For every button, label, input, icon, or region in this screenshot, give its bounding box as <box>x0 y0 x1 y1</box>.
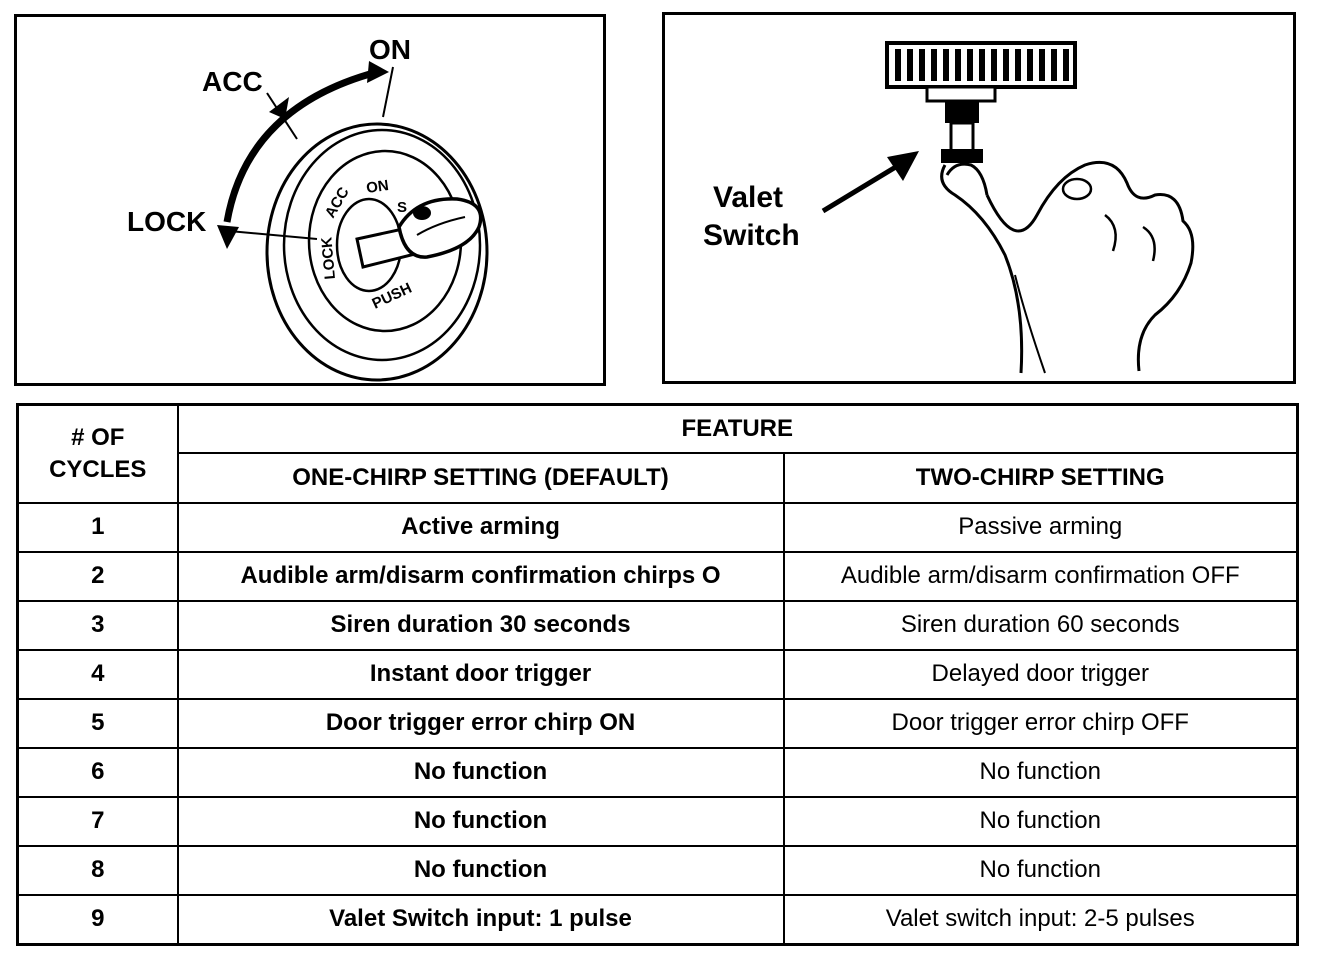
cycles-cell: 5 <box>16 697 179 749</box>
housing-middle-ring <box>282 128 482 362</box>
hand-fingertip <box>945 162 989 196</box>
grille-bar <box>979 49 985 81</box>
header-one-chirp: ONE-CHIRP SETTING (DEFAULT) <box>176 451 785 504</box>
cycles-cell: 6 <box>16 746 179 798</box>
header-two-chirp: TWO-CHIRP SETTING <box>782 451 1299 504</box>
switch-mount <box>925 85 997 103</box>
hand-crease-2 <box>1142 225 1156 262</box>
cylinder-text-lock: LOCK <box>318 236 339 280</box>
hand-knuckles-outline <box>985 160 1195 372</box>
ignition-illustration: ON ACC LOCK ON ACC LOCK PUSH S <box>127 34 489 382</box>
one-chirp-cell: No function <box>176 746 785 798</box>
pointer-arrow-shaft <box>821 162 901 214</box>
table-row: 5 Door trigger error chirp ON Door trigg… <box>16 697 1299 749</box>
grille-bar <box>1039 49 1045 81</box>
header-cycles: # OF CYCLES <box>16 403 179 504</box>
table-row: 1 Active arming Passive arming <box>16 501 1299 553</box>
one-chirp-cell: Instant door trigger <box>176 648 785 700</box>
hand-palm-line <box>1014 274 1046 374</box>
two-chirp-cell: Siren duration 60 seconds <box>782 599 1299 651</box>
grille-bar <box>967 49 973 81</box>
two-chirp-cell: Audible arm/disarm confirmation OFF <box>782 550 1299 602</box>
header-feature: FEATURE <box>176 403 1299 454</box>
grille-bar <box>1003 49 1009 81</box>
table-row: 2 Audible arm/disarm confirmation chirps… <box>16 550 1299 602</box>
grille-bar <box>1015 49 1021 81</box>
cycles-cell: 2 <box>16 550 179 602</box>
one-chirp-cell: Door trigger error chirp ON <box>176 697 785 749</box>
key-ring-hole <box>413 206 431 220</box>
cylinder-text-push: PUSH <box>370 280 415 313</box>
two-chirp-cell: No function <box>782 844 1299 896</box>
grille-bar <box>907 49 913 81</box>
two-chirp-cell: Door trigger error chirp OFF <box>782 697 1299 749</box>
cycles-cell: 7 <box>16 795 179 847</box>
cylinder-text-acc: ACC <box>322 184 353 221</box>
two-chirp-cell: Valet switch input: 2-5 pulses <box>782 893 1299 945</box>
table-row: 7 No function No function <box>16 795 1299 847</box>
arc-arrowhead-lock <box>217 225 239 249</box>
hand-crease-1 <box>1104 214 1117 252</box>
table-row: 4 Instant door trigger Delayed door trig… <box>16 648 1299 700</box>
arc-arrowhead-on <box>367 61 389 83</box>
leader-on <box>382 66 394 118</box>
hand-knuckle-detail <box>1061 177 1093 201</box>
two-chirp-cell: No function <box>782 746 1299 798</box>
feature-table: # OF CYCLES FEATURE ONE-CHIRP SETTING (D… <box>16 403 1299 946</box>
key-head-detail <box>416 216 466 236</box>
leader-lock <box>228 230 318 240</box>
grille-bar <box>931 49 937 81</box>
pointer-arrow-head <box>887 151 919 181</box>
cycles-cell: 3 <box>16 599 179 651</box>
one-chirp-cell: Siren duration 30 seconds <box>176 599 785 651</box>
table-row: 8 No function No function <box>16 844 1299 896</box>
valet-switch-panel: Valet Switch <box>662 12 1296 384</box>
housing-outer-ring <box>265 122 489 382</box>
rotation-arc <box>223 68 378 223</box>
label-on: ON <box>369 34 411 65</box>
table-row: 6 No function No function <box>16 746 1299 798</box>
one-chirp-cell: No function <box>176 795 785 847</box>
cylinder-text-on: ON <box>365 177 390 197</box>
cycles-cell: 1 <box>16 501 179 553</box>
grille-bar <box>991 49 997 81</box>
switch-button <box>941 149 983 163</box>
cylinder-text-s: S <box>397 199 407 216</box>
header-cycles-label: # OF CYCLES <box>49 423 147 483</box>
two-chirp-cell: Passive arming <box>782 501 1299 553</box>
switch-stem <box>949 121 975 153</box>
leader-acc <box>266 92 298 140</box>
one-chirp-cell: Valet Switch input: 1 pulse <box>176 893 785 945</box>
ignition-diagram-panel: ON ACC LOCK ON ACC LOCK PUSH S <box>14 14 606 386</box>
label-valet: Valet <box>713 181 783 214</box>
feature-table-container: # OF CYCLES FEATURE ONE-CHIRP SETTING (D… <box>16 403 1299 946</box>
grille-bar <box>943 49 949 81</box>
key-head <box>397 197 483 259</box>
cycles-cell: 4 <box>16 648 179 700</box>
switch-body <box>945 101 979 123</box>
cycles-cell: 8 <box>16 844 179 896</box>
table-row: 9 Valet Switch input: 1 pulse Valet swit… <box>16 893 1299 945</box>
two-chirp-cell: No function <box>782 795 1299 847</box>
valet-switch-illustration: Valet Switch <box>703 41 1195 374</box>
grille-bar <box>919 49 925 81</box>
grille-bar <box>1051 49 1057 81</box>
grille-bar <box>955 49 961 81</box>
grille-bar <box>1063 49 1069 81</box>
one-chirp-cell: Active arming <box>176 501 785 553</box>
one-chirp-cell: No function <box>176 844 785 896</box>
arc-tick-acc <box>269 97 289 119</box>
two-chirp-cell: Delayed door trigger <box>782 648 1299 700</box>
hand-finger-outline <box>940 164 1024 374</box>
grille-bar <box>895 49 901 81</box>
label-lock: LOCK <box>127 206 206 237</box>
one-chirp-cell: Audible arm/disarm confirmation chirps O <box>176 550 785 602</box>
cycles-cell: 9 <box>16 893 179 945</box>
table-row: 3 Siren duration 30 seconds Siren durati… <box>16 599 1299 651</box>
grille-bar <box>1027 49 1033 81</box>
switch-grille <box>895 49 1069 81</box>
label-acc: ACC <box>202 66 263 97</box>
label-switch: Switch <box>703 219 800 252</box>
